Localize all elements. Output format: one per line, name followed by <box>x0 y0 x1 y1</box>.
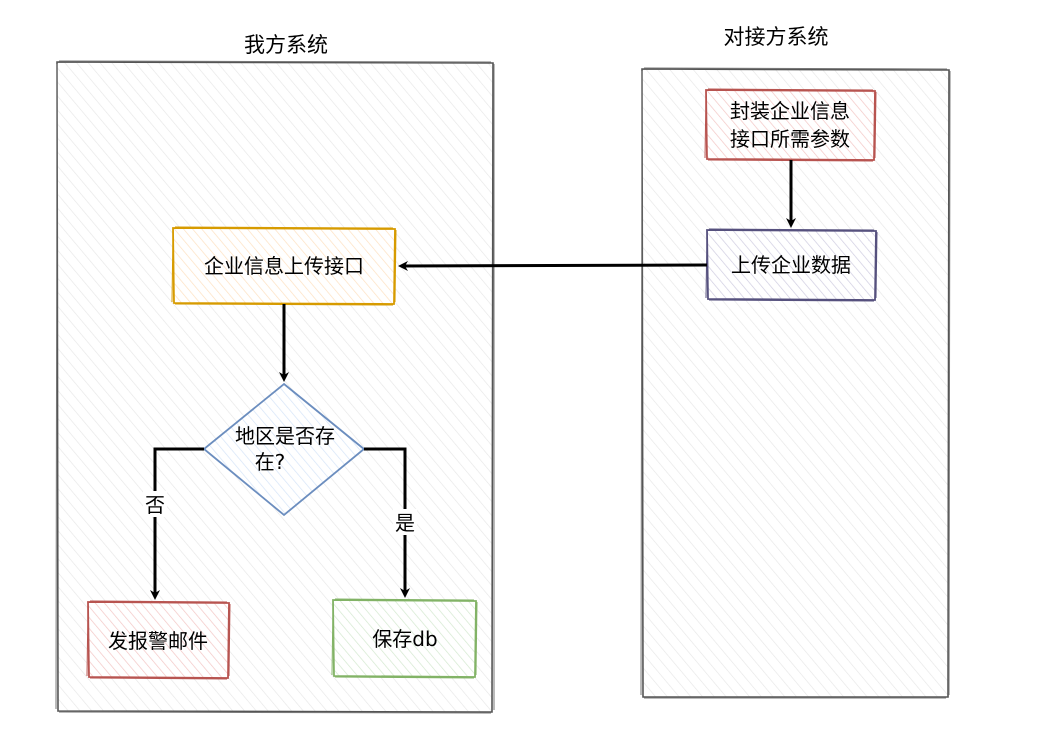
node-region-check-line1: 地区是否存 <box>235 424 335 448</box>
edge-upload-to-api <box>398 260 708 271</box>
node-save-db: 保存db <box>331 598 478 679</box>
edge-yes-label: 是 <box>395 511 415 535</box>
edge-no-label: 否 <box>145 493 165 517</box>
lane-partner: 对接方系统 <box>640 25 951 699</box>
node-region-check-line2: 在? <box>255 450 286 474</box>
node-enterprise-api: 企业信息上传接口 <box>171 226 397 306</box>
node-send-alert-label: 发报警邮件 <box>108 629 208 653</box>
node-region-check: 地区是否存 在? <box>202 382 366 517</box>
node-upload-data: 上传企业数据 <box>705 228 878 302</box>
lane-partner-title: 对接方系统 <box>724 25 829 49</box>
node-send-alert: 发报警邮件 <box>86 600 231 680</box>
node-save-db-label: 保存db <box>372 627 437 651</box>
edge-check-to-save: 是 <box>364 447 417 598</box>
node-package-params-line2: 接口所需参数 <box>730 127 850 151</box>
node-package-params: 封装企业信息 接口所需参数 <box>704 88 877 162</box>
node-package-params-line1: 封装企业信息 <box>730 99 850 123</box>
edge-check-to-alert: 否 <box>143 447 204 600</box>
node-enterprise-api-label: 企业信息上传接口 <box>204 254 364 278</box>
lane-ours-title: 我方系统 <box>244 33 328 57</box>
node-upload-data-label: 上传企业数据 <box>731 253 851 277</box>
